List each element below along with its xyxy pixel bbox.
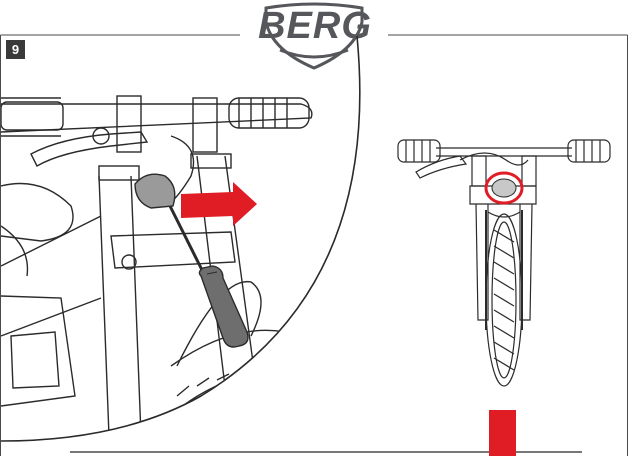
berg-logo-shield — [264, 2, 364, 70]
berg-logo-text: BERG — [258, 5, 372, 47]
step-number-badge: 9 — [6, 40, 25, 59]
closeup-illustration — [1, 36, 361, 442]
overview-illustration — [397, 139, 611, 387]
red-tab-marker — [489, 410, 516, 456]
